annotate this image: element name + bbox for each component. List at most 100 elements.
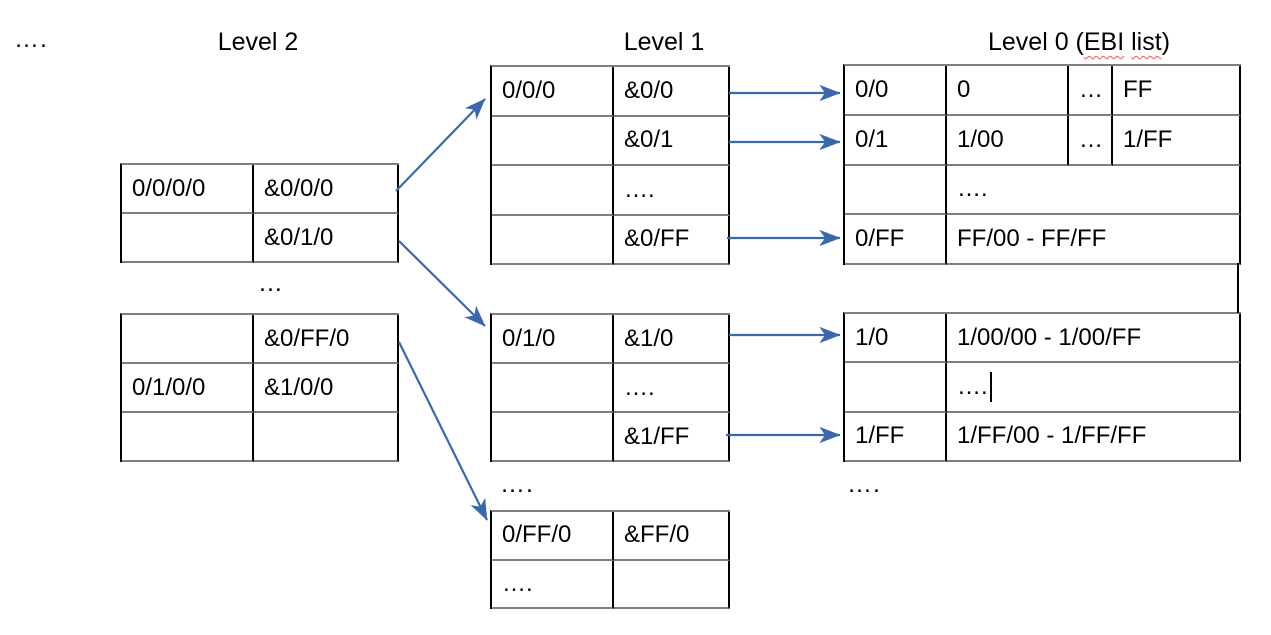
table-cell-text: 1/00/00 - 1/00/FF — [957, 323, 1142, 351]
table-cell — [492, 116, 614, 166]
table-cell-text: 1/00 — [957, 125, 1004, 153]
table-cell: &1/0/0 — [254, 364, 399, 413]
table-cell-text: &0/1 — [624, 126, 674, 154]
table-cell-text: …. — [957, 175, 988, 203]
table-cell: &0/0/0 — [254, 165, 399, 214]
table-cell: 0/1/0 — [492, 315, 614, 364]
table-cell-text: &0/0 — [624, 76, 674, 104]
table-cell-text: &0/0/0 — [264, 174, 334, 202]
table-cell: &0/FF/0 — [254, 315, 399, 364]
level1-table-bottom: 0/FF/0&FF/0 …. — [490, 510, 730, 609]
table-cell-text: &1/0/0 — [264, 373, 334, 401]
ellipsis-text-level2: ... — [259, 269, 283, 297]
arrow-l2-row2-to-l1-middle — [398, 240, 486, 327]
table-cell-text: 0/FF — [855, 225, 905, 253]
table-cell: 0/0/0/0 — [122, 165, 254, 214]
column-heading-level1: Level 1 — [623, 28, 705, 56]
level0-word-ebi-misspelled: EBI — [1083, 28, 1125, 56]
table-cell: 1/FF — [845, 412, 947, 463]
table-cell-text: 0/1 — [855, 125, 889, 153]
table-cell-text: 1/FF — [1123, 125, 1173, 153]
table-cell-text: 0 — [957, 75, 971, 103]
right-edge-connector-line — [1237, 263, 1239, 313]
table-cell-text: 1/FF — [855, 422, 905, 450]
table-cell: &0/FF — [614, 215, 730, 265]
table-cell: 1/FF/00 - 1/FF/FF — [947, 412, 1241, 463]
table-cell: &0/1 — [614, 116, 730, 166]
arrow-l2-rowff-to-l1-bottom — [398, 341, 488, 521]
table-cell: &1/FF — [614, 413, 730, 462]
table-cell: FF/00 - FF/FF — [947, 215, 1241, 266]
ellipsis-text-top-left: …. — [14, 25, 48, 53]
table-cell: &0/0 — [614, 67, 730, 117]
table-cell-text: &0/FF — [624, 225, 690, 253]
table-cell: …. — [614, 364, 730, 413]
table-cell — [845, 363, 947, 413]
table-cell: 0/0 — [845, 66, 947, 116]
table-cell-text: 1/FF/00 - 1/FF/FF — [957, 422, 1147, 450]
table-cell — [614, 560, 730, 609]
level1-table-middle: 0/1/0&1/0….&1/FF — [490, 313, 730, 462]
table-cell-text: … — [1079, 75, 1103, 103]
table-cell-text: …. — [502, 569, 533, 597]
table-cell — [492, 364, 614, 413]
level0-heading-prefix: Level 0 ( — [987, 28, 1084, 56]
table-cell-text: &0/1/0 — [264, 223, 334, 251]
table-cell-text: 0/1/0 — [502, 324, 556, 352]
level2-table-top: 0/0/0/0&0/0/0&0/1/0 — [120, 163, 399, 263]
table-cell-text: …. — [957, 373, 988, 401]
level0-word-list-misspelled: list — [1131, 28, 1162, 56]
column-heading-level0: Level 0 (EBI list) — [944, 27, 1214, 57]
level0-table-top: 0/0 0 … FF 0/1 1/00 … 1/FF …. 0/FF FF/00 - FF/FF — [843, 64, 1241, 266]
table-cell: 1/FF — [1113, 115, 1241, 166]
table-cell-text: 0/0/0 — [502, 76, 556, 104]
table-cell-text: 0/1/0/0 — [132, 373, 206, 401]
table-cell-text: 0/FF/0 — [502, 521, 572, 549]
table-cell-text: FF/00 - FF/FF — [957, 225, 1107, 253]
table-cell — [122, 413, 254, 462]
level0-heading-suffix: ) — [1161, 28, 1171, 56]
table-cell — [492, 166, 614, 216]
table-cell: … — [1069, 115, 1113, 166]
table-cell: &FF/0 — [614, 512, 730, 561]
text-caret — [989, 372, 992, 403]
column-heading-level2: Level 2 — [217, 28, 299, 56]
table-cell: …. — [614, 166, 730, 216]
arrow-l2-row1-to-l1-top — [395, 98, 486, 192]
table-cell: 0/1/0/0 — [122, 364, 254, 413]
table-cell: 1/00 — [947, 115, 1069, 166]
level1-table-top: 0/0/0&0/0&0/1 …. &0/FF — [490, 65, 730, 265]
table-cell: 1/00/00 - 1/00/FF — [947, 314, 1241, 364]
table-cell-text: …. — [624, 175, 655, 203]
table-cell-text: &FF/0 — [624, 521, 690, 549]
table-cell: 0/FF/0 — [492, 512, 614, 561]
table-cell-text: FF — [1123, 75, 1153, 103]
table-cell-text: &1/FF — [624, 422, 690, 450]
table-cell: 0 — [947, 66, 1069, 116]
table-cell-text: 0/0 — [855, 75, 889, 103]
table-cell — [492, 413, 614, 462]
table-cell: …. — [947, 363, 1241, 413]
level2-table-bottom: &0/FF/0 0/1/0/0&1/0/0 — [120, 313, 399, 462]
level0-table-bottom: 1/0 1/00/00 - 1/00/FF …. 1/FF 1/FF/00 - 1/FF… — [843, 312, 1241, 463]
table-cell — [122, 214, 254, 263]
table-cell: 0/1 — [845, 115, 947, 166]
table-cell: …. — [947, 165, 1241, 216]
table-cell-text: …. — [624, 373, 655, 401]
table-cell: …. — [492, 560, 614, 609]
table-cell — [845, 165, 947, 216]
table-cell-text: 1/0 — [855, 323, 889, 351]
table-cell: 1/0 — [845, 314, 947, 364]
table-cell — [254, 413, 399, 462]
ellipsis-text-level1: …. — [500, 470, 534, 498]
table-cell: &0/1/0 — [254, 214, 399, 263]
table-cell — [122, 315, 254, 364]
table-cell-text: &0/FF/0 — [264, 324, 350, 352]
table-cell: … — [1069, 66, 1113, 116]
table-cell-text: 0/0/0/0 — [132, 174, 206, 202]
table-cell: 0/FF — [845, 215, 947, 266]
table-cell-text: … — [1079, 125, 1103, 153]
table-cell: FF — [1113, 66, 1241, 116]
ellipsis-text-level0: …. — [847, 470, 881, 498]
